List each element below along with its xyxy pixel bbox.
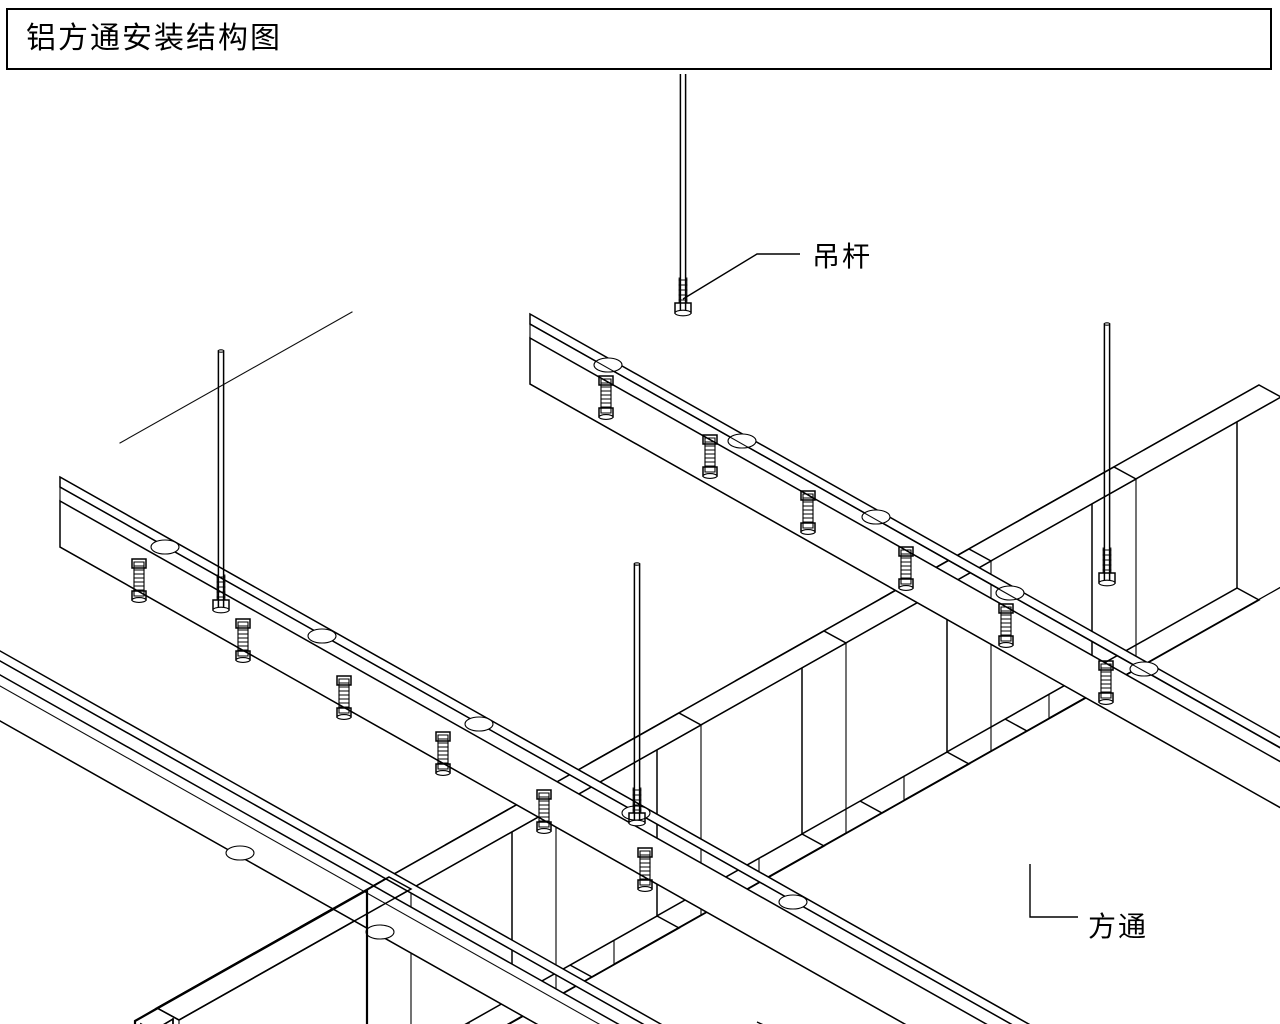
title-block: 铝方通安装结构图 xyxy=(6,8,1272,70)
main-keel-channel xyxy=(0,633,991,1024)
keel-hole-group xyxy=(225,845,395,940)
keel-oval-hole xyxy=(464,716,494,732)
drawing-title: 铝方通安装结构图 xyxy=(26,21,282,56)
construction-lines xyxy=(0,311,1280,1024)
leader-line-hanger-rod xyxy=(682,253,800,300)
annotation-label-square-tube: 方通 xyxy=(1088,910,1148,943)
main-keel-channel xyxy=(529,313,1280,961)
keel-oval-hole xyxy=(778,894,808,910)
keel-oval-hole xyxy=(727,433,757,449)
tube-front-edges xyxy=(133,876,413,1024)
isometric-drawing-canvas: 吊杆 方通 龙骨 xyxy=(0,74,1280,1024)
keel-oval-hole xyxy=(365,924,395,940)
keel-oval-hole xyxy=(861,509,891,525)
annotation-label-hanger-rod: 吊杆 xyxy=(812,240,872,273)
keel-oval-hole xyxy=(995,585,1025,601)
keel-oval-hole xyxy=(1129,661,1159,677)
annotation-square-tube: 方通 xyxy=(1029,864,1148,943)
keel-oval-hole xyxy=(593,357,623,373)
annotation-hanger-rod: 吊杆 xyxy=(682,240,872,300)
keel-oval-hole xyxy=(150,539,180,555)
threaded-suspension-rod xyxy=(674,74,692,317)
keel-hole-group xyxy=(593,357,1159,677)
leader-line-square-tube xyxy=(1029,864,1078,918)
keel-oval-hole xyxy=(307,628,337,644)
keel-oval-hole xyxy=(225,845,255,861)
